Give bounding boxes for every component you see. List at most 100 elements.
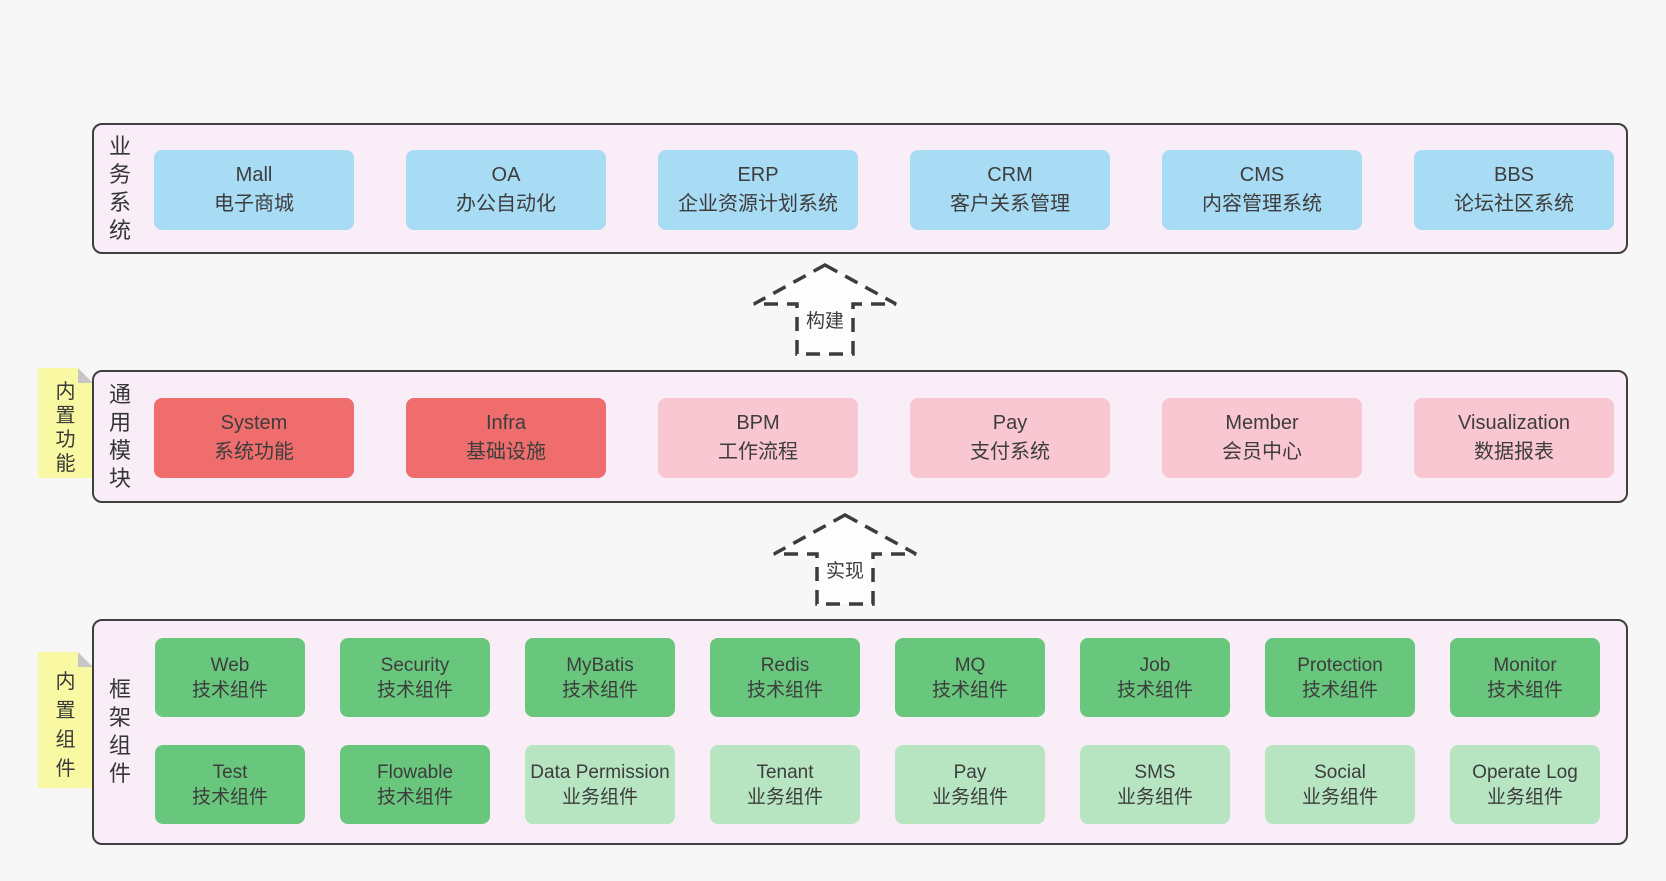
module-subtitle: 技术组件 [191,679,268,701]
up-arrow-build: 构建 [750,262,900,358]
sticky-note-label: 内置功能 [55,381,76,475]
module-box-mybatis: MyBatis 技术组件 [525,638,675,717]
module-subtitle: 客户关系管理 [950,193,1070,215]
module-subtitle: 电子商城 [214,193,294,215]
module-title: Redis [760,654,810,676]
module-box-web: Web 技术组件 [155,638,305,717]
module-subtitle: 业务组件 [1116,786,1193,808]
dashed-up-arrow-icon [773,513,917,606]
module-subtitle: 业务组件 [1486,786,1563,808]
module-title: SMS [1134,761,1176,783]
module-subtitle: 技术组件 [376,786,453,808]
module-subtitle: 基础设施 [466,441,546,463]
module-box-sms: SMS 业务组件 [1080,745,1230,824]
module-subtitle: 工作流程 [718,441,798,463]
module-box-flowable: Flowable 技术组件 [340,745,490,824]
layer-rows: Mall 电子商城 OA 办公自动化 ERP 企业资源计划系统 CRM 客户关系管理 CMS 内容… [94,150,1626,230]
module-row: Mall 电子商城 OA 办公自动化 ERP 企业资源计划系统 CRM 客户关系管理 CMS 内容… [154,150,1626,230]
module-box-operate-log: Operate Log 业务组件 [1450,745,1600,824]
module-subtitle: 技术组件 [191,786,268,808]
module-title: CRM [987,164,1033,186]
module-subtitle: 办公自动化 [456,193,556,215]
module-title: MQ [954,654,986,676]
module-title: Job [1139,654,1171,676]
module-title: Infra [485,412,527,434]
module-box-tenant: Tenant 业务组件 [710,745,860,824]
module-title: Monitor [1493,654,1557,676]
module-box-mall: Mall 电子商城 [154,150,354,230]
module-title: MyBatis [566,654,634,676]
module-title: Web [210,654,250,676]
module-subtitle: 技术组件 [561,679,638,701]
module-box-infra: Infra 基础设施 [406,398,606,478]
module-title: Operate Log [1472,761,1578,783]
module-title: Protection [1297,654,1383,676]
module-title: System [220,412,288,434]
module-box-security: Security 技术组件 [340,638,490,717]
folded-corner-icon [78,652,93,667]
layer-business-systems: 业务系统 Mall 电子商城 OA 办公自动化 ERP 企业资源计划系统 CRM 客户关系管理… [92,123,1628,254]
layer-label: 通用模块 [108,381,131,491]
module-box-system: System 系统功能 [154,398,354,478]
module-box-visualization: Visualization 数据报表 [1414,398,1614,478]
module-subtitle: 技术组件 [376,679,453,701]
module-title: BPM [736,412,780,434]
module-title: Data Permission [530,761,670,783]
module-title: CMS [1239,164,1285,186]
module-subtitle: 技术组件 [931,679,1008,701]
module-title: Pay [953,761,987,783]
module-box-protection: Protection 技术组件 [1265,638,1415,717]
module-subtitle: 内容管理系统 [1202,193,1322,215]
module-subtitle: 技术组件 [1486,679,1563,701]
module-box-mq: MQ 技术组件 [895,638,1045,717]
module-subtitle: 业务组件 [746,786,823,808]
module-subtitle: 系统功能 [214,441,294,463]
module-subtitle: 技术组件 [1301,679,1378,701]
layer-label: 框架组件 [108,677,131,786]
module-title: OA [491,164,521,186]
module-title: Social [1314,761,1366,783]
layer-framework-components: 框架组件 Web 技术组件 Security 技术组件 MyBatis 技术组件 Redis… [92,619,1628,845]
module-subtitle: 业务组件 [561,786,638,808]
folded-corner-icon [78,368,93,383]
module-box-bpm: BPM 工作流程 [658,398,858,478]
module-box-data-permission: Data Permission 业务组件 [525,745,675,824]
module-box-erp: ERP 企业资源计划系统 [658,150,858,230]
module-box-oa: OA 办公自动化 [406,150,606,230]
up-arrow-implement: 实现 [770,512,920,608]
module-subtitle: 论坛社区系统 [1454,193,1574,215]
layer-label: 业务系统 [108,133,131,243]
module-title: Mall [235,164,273,186]
module-title: BBS [1493,164,1535,186]
module-subtitle: 业务组件 [1301,786,1378,808]
module-title: ERP [737,164,779,186]
arrow-label: 实现 [825,561,864,582]
module-subtitle: 企业资源计划系统 [678,193,838,215]
module-title: Flowable [376,761,454,783]
module-box-monitor: Monitor 技术组件 [1450,638,1600,717]
module-subtitle: 会员中心 [1222,441,1302,463]
module-title: Tenant [756,761,814,783]
module-title: Pay [992,412,1028,434]
module-title: Member [1225,412,1299,434]
module-subtitle: 数据报表 [1474,441,1554,463]
module-title: Visualization [1458,412,1570,434]
sticky-note-built-in-features: 内置功能 [38,368,93,478]
module-title: Security [380,654,450,676]
dashed-up-arrow-icon [753,263,897,356]
sticky-note-built-in-components: 内置组件 [38,652,93,788]
module-box-cms: CMS 内容管理系统 [1162,150,1362,230]
arrow-label: 构建 [805,311,844,332]
